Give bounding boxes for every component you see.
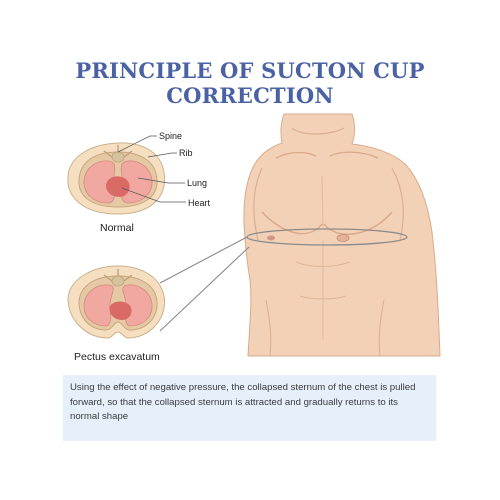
normal-spine <box>111 151 125 163</box>
pectus-cross-section <box>67 265 166 339</box>
label-pectus: Pectus excavatum <box>74 351 160 363</box>
leader-lung <box>137 177 185 184</box>
normal-heart <box>106 176 130 197</box>
nipple-right <box>336 234 350 242</box>
leader-rib <box>147 152 177 158</box>
label-spine: Spine <box>159 131 182 141</box>
label-lung: Lung <box>187 178 207 188</box>
caption-text: Using the effect of negative pressure, t… <box>70 382 416 423</box>
label-normal: Normal <box>100 222 134 234</box>
caption-box: Using the effect of negative pressure, t… <box>63 375 436 441</box>
diagram-title: PRINCIPLE OF SUCTON CUP CORRECTION <box>0 58 500 108</box>
connector-line-top <box>159 236 248 284</box>
normal-cross-section <box>67 142 166 215</box>
pectus-heart <box>109 301 132 320</box>
connector-line-bottom <box>159 246 250 332</box>
pectus-spine <box>111 275 125 287</box>
leader-heart <box>121 187 186 203</box>
pectus-lung-left <box>83 284 114 327</box>
title-line-1: PRINCIPLE OF SUCTON CUP <box>75 58 425 83</box>
nipple-left <box>267 235 275 241</box>
label-rib: Rib <box>179 148 193 158</box>
torso-illustration <box>243 113 441 357</box>
leader-spine <box>117 135 157 153</box>
title-line-2: CORRECTION <box>166 83 334 108</box>
label-heart: Heart <box>188 198 211 208</box>
